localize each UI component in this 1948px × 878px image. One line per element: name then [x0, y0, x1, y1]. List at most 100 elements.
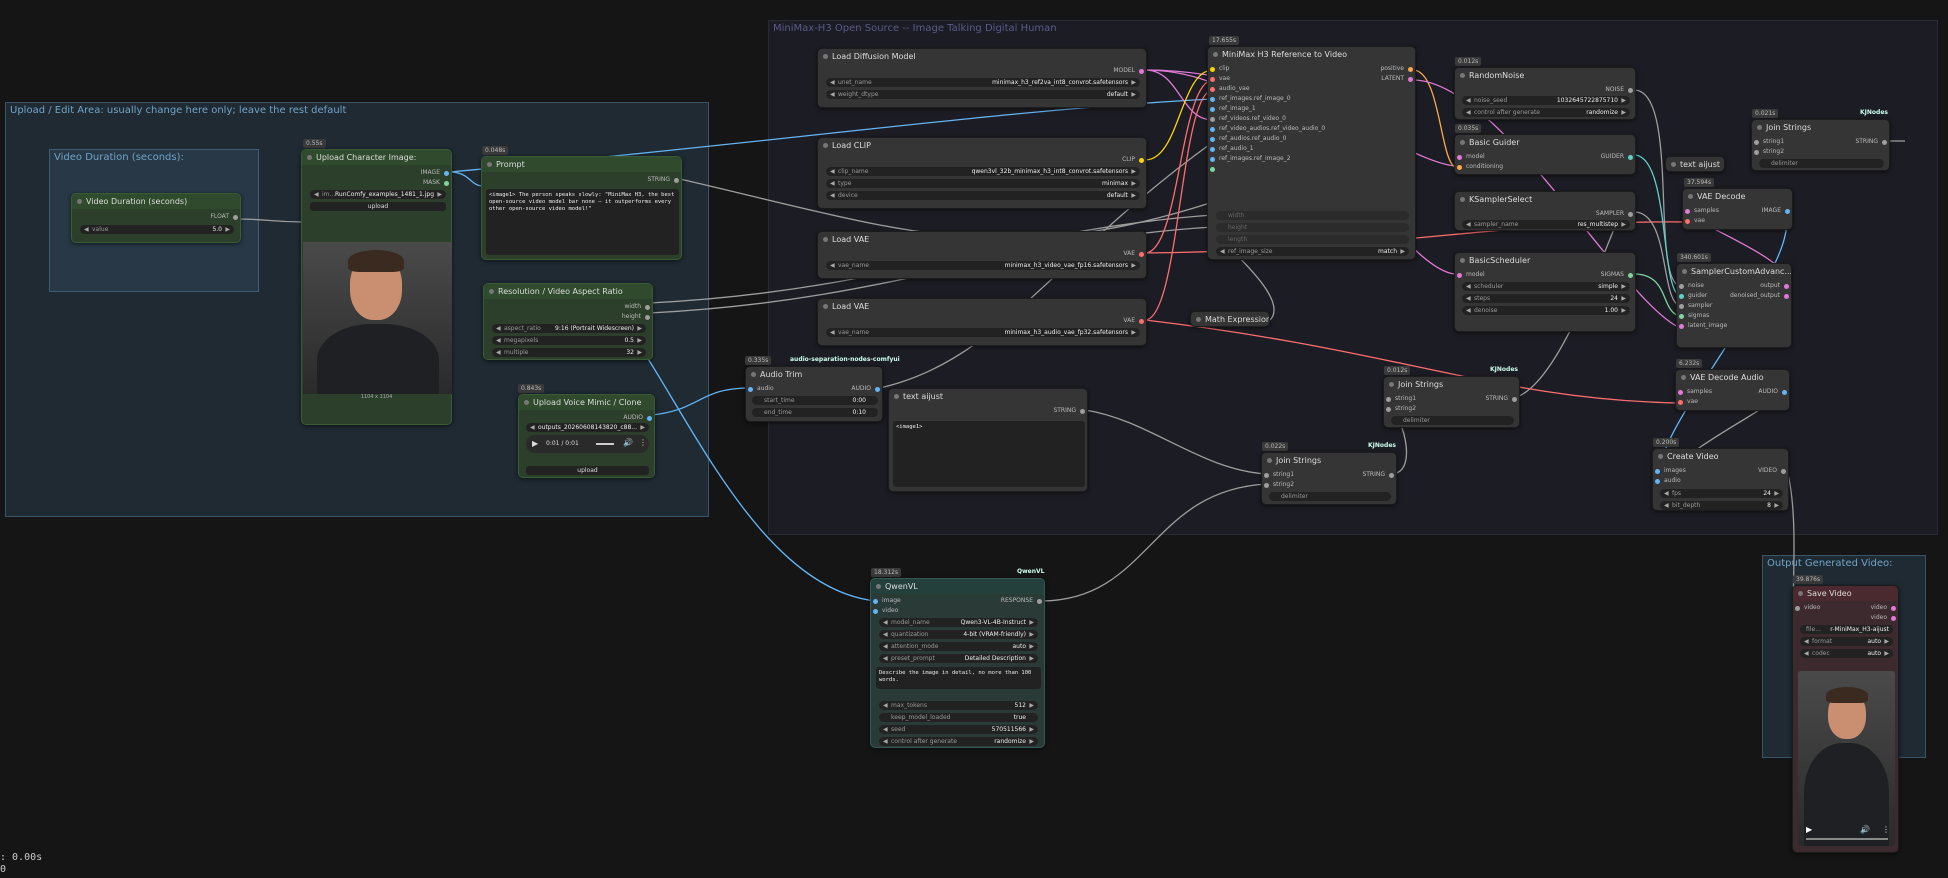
- widget-height[interactable]: height: [1216, 223, 1409, 232]
- input-latent-image[interactable]: latent_image: [1679, 322, 1727, 330]
- audio-progress[interactable]: [596, 443, 614, 445]
- output-denoised[interactable]: denoised_output: [1730, 292, 1789, 300]
- output-video-1[interactable]: video: [1871, 604, 1896, 612]
- node-title[interactable]: QwenVL: [871, 579, 1044, 594]
- node-math-expression[interactable]: Math Expression: [1190, 311, 1270, 327]
- input-sampler[interactable]: sampler: [1679, 302, 1712, 310]
- input-audio[interactable]: audio: [1655, 477, 1681, 485]
- input-model[interactable]: model: [1457, 271, 1485, 279]
- input-audio-vae[interactable]: audio_vae: [1210, 85, 1250, 93]
- node-title[interactable]: VAE Decode: [1683, 189, 1792, 204]
- node-title[interactable]: Resolution / Video Aspect Ratio: [484, 284, 652, 299]
- node-title[interactable]: KSamplerSelect: [1455, 192, 1635, 207]
- output-width[interactable]: width: [624, 303, 650, 311]
- input-image[interactable]: image: [873, 597, 901, 605]
- widget-delimiter[interactable]: delimiter: [1759, 159, 1884, 168]
- node-sampler-custom-advanced[interactable]: SamplerCustomAdvanc... noise guider samp…: [1676, 263, 1792, 348]
- input-string1[interactable]: string1: [1754, 138, 1784, 146]
- output-string[interactable]: STRING: [647, 176, 679, 184]
- input-clip[interactable]: clip: [1210, 65, 1229, 73]
- input-vae[interactable]: vae: [1210, 75, 1230, 83]
- output-positive[interactable]: positive: [1380, 65, 1413, 73]
- input-noise[interactable]: noise: [1679, 282, 1704, 290]
- node-upload-voice[interactable]: Upload Voice Mimic / Clone AUDIO ◀output…: [518, 394, 655, 478]
- node-title[interactable]: Load VAE: [818, 232, 1146, 247]
- node-title[interactable]: RandomNoise: [1455, 68, 1635, 83]
- node-basic-guider[interactable]: Basic Guider model conditioning GUIDER: [1454, 134, 1636, 175]
- input-string2[interactable]: string2: [1264, 481, 1294, 489]
- upload-button[interactable]: upload: [526, 466, 649, 475]
- widget-filename-prefix[interactable]: file...r-MiniMax_H3-aijust: [1800, 625, 1893, 634]
- node-join-strings-low[interactable]: Join Strings string1 string2 STRING deli…: [1261, 452, 1397, 505]
- output-vae[interactable]: VAE: [1123, 317, 1144, 325]
- node-title[interactable]: Join Strings: [1262, 453, 1396, 468]
- input-video[interactable]: video: [1795, 604, 1820, 612]
- node-title[interactable]: BasicScheduler: [1455, 253, 1635, 268]
- node-title[interactable]: Math Expression: [1191, 312, 1269, 327]
- output-clip[interactable]: CLIP: [1122, 156, 1144, 164]
- play-icon[interactable]: ▶: [1806, 825, 1813, 834]
- input-samples[interactable]: samples: [1678, 388, 1712, 396]
- node-title[interactable]: Load Diffusion Model: [818, 49, 1146, 64]
- node-title[interactable]: Create Video: [1653, 449, 1788, 464]
- output-image[interactable]: IMAGE: [1762, 207, 1790, 215]
- widget-delimiter[interactable]: delimiter: [1391, 416, 1514, 425]
- prompt-textarea[interactable]: <image1> The person speaks slowly: "Mini…: [486, 189, 679, 255]
- input-ref-audio-0[interactable]: ref_audios.ref_audio_0: [1210, 135, 1286, 143]
- output-sampler[interactable]: SAMPLER: [1596, 210, 1633, 218]
- node-title[interactable]: MiniMax H3 Reference to Video: [1208, 47, 1415, 62]
- input-video[interactable]: video: [873, 607, 898, 615]
- input-ref-image-2[interactable]: ref_images.ref_image_2: [1210, 155, 1291, 163]
- node-vae-decode-audio[interactable]: VAE Decode Audio samples vae AUDIO: [1675, 369, 1790, 411]
- output-video[interactable]: VIDEO: [1758, 467, 1786, 475]
- output-noise[interactable]: NOISE: [1605, 86, 1633, 94]
- node-title[interactable]: Upload Character Image:: [302, 150, 451, 165]
- output-image[interactable]: IMAGE: [421, 169, 449, 177]
- widget-image[interactable]: ◀im...RunComfy_examples_1481_1.jpg▶: [310, 190, 446, 199]
- volume-icon[interactable]: 🔊: [623, 438, 633, 447]
- volume-icon[interactable]: 🔊: [1860, 825, 1870, 834]
- input-vae[interactable]: vae: [1685, 217, 1705, 225]
- output-string[interactable]: STRING: [1855, 138, 1887, 146]
- more-icon[interactable]: ⋮: [639, 438, 647, 447]
- node-title[interactable]: Load VAE: [818, 299, 1146, 314]
- node-upload-image[interactable]: Upload Character Image: IMAGE MASK ◀im..…: [301, 149, 452, 425]
- input-conditioning[interactable]: conditioning: [1457, 163, 1503, 171]
- widget-audio-file[interactable]: ◀outputs_20260608143820_c88...▶: [526, 423, 649, 432]
- output-height[interactable]: height: [622, 313, 650, 321]
- node-title[interactable]: Video Duration (seconds): [72, 194, 240, 209]
- node-join-strings-top[interactable]: Join Strings string1 string2 STRING deli…: [1751, 119, 1890, 171]
- output-video-2[interactable]: video: [1871, 614, 1896, 622]
- input-vae[interactable]: vae: [1678, 398, 1698, 406]
- widget-width[interactable]: width: [1216, 211, 1409, 220]
- node-text-adjust[interactable]: text aijust STRING <image1>: [888, 388, 1088, 492]
- input-guider[interactable]: guider: [1679, 292, 1707, 300]
- input-ref-video-audio-0[interactable]: ref_video_audios.ref_video_audio_0: [1210, 125, 1325, 133]
- play-icon[interactable]: ▶: [532, 439, 539, 448]
- node-title[interactable]: Load CLIP: [818, 138, 1146, 153]
- node-title[interactable]: VAE Decode Audio: [1676, 370, 1789, 385]
- more-icon[interactable]: ⋮: [1882, 825, 1890, 834]
- output-latent[interactable]: LATENT: [1381, 75, 1413, 83]
